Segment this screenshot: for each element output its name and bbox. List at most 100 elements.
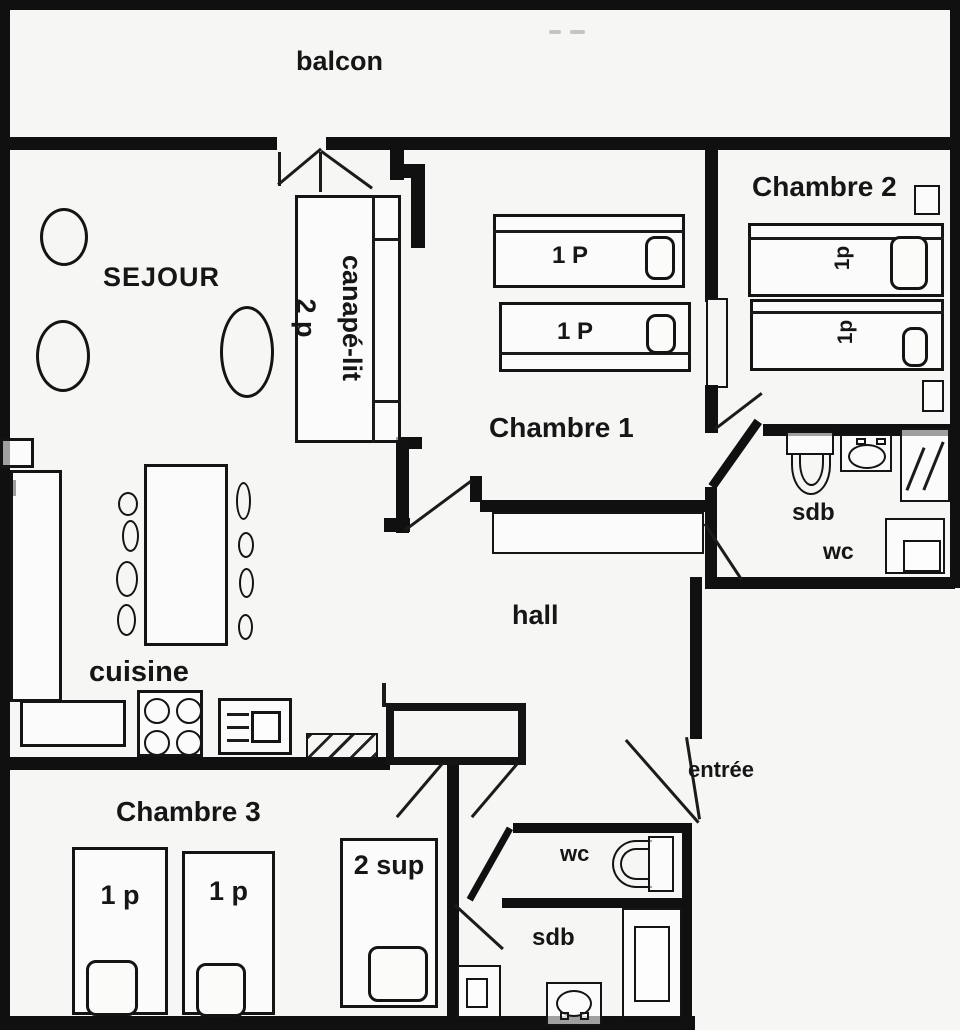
sink-drainer bbox=[227, 739, 249, 742]
bed-footboard bbox=[499, 352, 691, 355]
bed-label: 1 P bbox=[556, 318, 594, 345]
bed-label: 2 sup bbox=[353, 850, 425, 880]
wall bbox=[0, 137, 277, 150]
room-label-chambre1: Chambre 1 bbox=[489, 412, 634, 443]
wall bbox=[0, 757, 390, 770]
wall bbox=[950, 0, 960, 588]
burner-icon bbox=[144, 698, 170, 724]
tap-icon bbox=[876, 438, 886, 445]
toilet-bowl-icon bbox=[791, 453, 831, 495]
wall bbox=[682, 823, 692, 1018]
wall bbox=[411, 164, 425, 248]
chair-icon bbox=[239, 568, 254, 598]
duct-hatch-icon bbox=[306, 733, 378, 759]
chair-icon bbox=[236, 482, 251, 520]
room-label-sdb-bas: sdb bbox=[532, 924, 575, 951]
room-label-entree: entrée bbox=[688, 757, 755, 782]
armchair-icon bbox=[220, 306, 274, 398]
kitchen-counter bbox=[20, 700, 126, 747]
room-label-cuisine: cuisine bbox=[89, 656, 189, 688]
kitchen-counter bbox=[0, 438, 34, 468]
closet bbox=[492, 512, 704, 554]
bed-label: 1 P bbox=[551, 242, 589, 269]
wall bbox=[705, 577, 955, 589]
wall bbox=[513, 823, 690, 833]
sofa-bed-mark bbox=[372, 400, 401, 403]
door-swing-icon bbox=[319, 152, 322, 192]
burner-icon bbox=[176, 698, 202, 724]
pillow-icon bbox=[368, 946, 428, 1002]
door-swing-icon bbox=[395, 762, 444, 819]
wall bbox=[480, 500, 710, 512]
sofa-bed-label-line2: 2 p bbox=[291, 298, 321, 338]
room-label-sejour: SEJOUR bbox=[103, 262, 221, 292]
wall bbox=[384, 518, 410, 532]
toilet-bowl-inner bbox=[799, 453, 824, 486]
wall bbox=[502, 898, 684, 908]
wall bbox=[690, 577, 702, 739]
chair-icon bbox=[118, 492, 138, 516]
door-jamb bbox=[706, 298, 728, 388]
room-label-chambre2: Chambre 2 bbox=[752, 171, 897, 202]
armchair-icon bbox=[36, 320, 90, 392]
sink-drainer bbox=[227, 726, 249, 729]
shower-tray-inner bbox=[903, 540, 941, 572]
chair-icon bbox=[238, 614, 253, 640]
wall bbox=[705, 487, 717, 589]
chair-icon bbox=[122, 520, 139, 552]
room-label-chambre3: Chambre 3 bbox=[116, 796, 261, 827]
armchair-icon bbox=[40, 208, 88, 266]
sofa-bed-label: canapé-lit 2 p bbox=[275, 198, 375, 438]
pillow-icon bbox=[86, 960, 138, 1016]
bed-headboard bbox=[493, 230, 685, 233]
sofa-bed-label-line1: canapé-lit bbox=[337, 254, 367, 382]
chair-icon bbox=[238, 532, 254, 558]
toilet-bowl-inner bbox=[620, 848, 648, 880]
wall bbox=[705, 150, 718, 302]
wall bbox=[0, 0, 10, 1030]
bed-label: 1 p bbox=[208, 876, 248, 906]
door-swing-icon bbox=[320, 150, 373, 190]
door-swing-icon bbox=[278, 152, 281, 186]
sofa-bed-mark bbox=[372, 238, 401, 241]
washbasin-bowl bbox=[556, 990, 592, 1017]
toilet-icon bbox=[786, 431, 834, 455]
wall bbox=[447, 763, 459, 1018]
wall bbox=[466, 826, 513, 902]
room-label-sdb-haut: sdb bbox=[792, 499, 835, 526]
wall-block bbox=[386, 703, 526, 765]
pillow-icon bbox=[196, 963, 246, 1017]
toilet-icon bbox=[612, 840, 652, 888]
toilet-tank bbox=[648, 836, 674, 892]
room-label-balcon: balcon bbox=[296, 46, 384, 76]
door-swing-icon bbox=[453, 904, 504, 951]
burner-icon bbox=[144, 730, 170, 756]
door-swing-icon bbox=[404, 480, 472, 532]
room-label-wc-haut: wc bbox=[823, 538, 854, 564]
pillow-icon bbox=[645, 236, 675, 280]
cabinet-inner bbox=[466, 978, 488, 1008]
bed-headboard bbox=[748, 237, 944, 240]
room-label-wc-bas: wc bbox=[560, 841, 590, 866]
wall bbox=[470, 476, 482, 502]
door-swing-icon bbox=[277, 147, 322, 186]
smudge bbox=[549, 30, 561, 34]
sink-drainer bbox=[227, 713, 249, 716]
tap-icon bbox=[856, 438, 866, 445]
smudge bbox=[570, 30, 585, 34]
chair-icon bbox=[116, 561, 138, 597]
bed-label: 1p bbox=[831, 245, 854, 271]
window-icon bbox=[922, 380, 944, 412]
dining-table bbox=[144, 464, 228, 646]
wall bbox=[705, 385, 718, 433]
bed-headboard bbox=[750, 311, 944, 314]
bathtub-inner bbox=[634, 926, 670, 1002]
wall bbox=[326, 137, 950, 150]
burner-icon bbox=[176, 730, 202, 756]
bed-label: 1 p bbox=[100, 880, 140, 910]
sink-basin bbox=[251, 711, 281, 743]
wall bbox=[382, 683, 386, 707]
pillow-icon bbox=[890, 236, 928, 290]
kitchen-counter bbox=[10, 470, 62, 702]
